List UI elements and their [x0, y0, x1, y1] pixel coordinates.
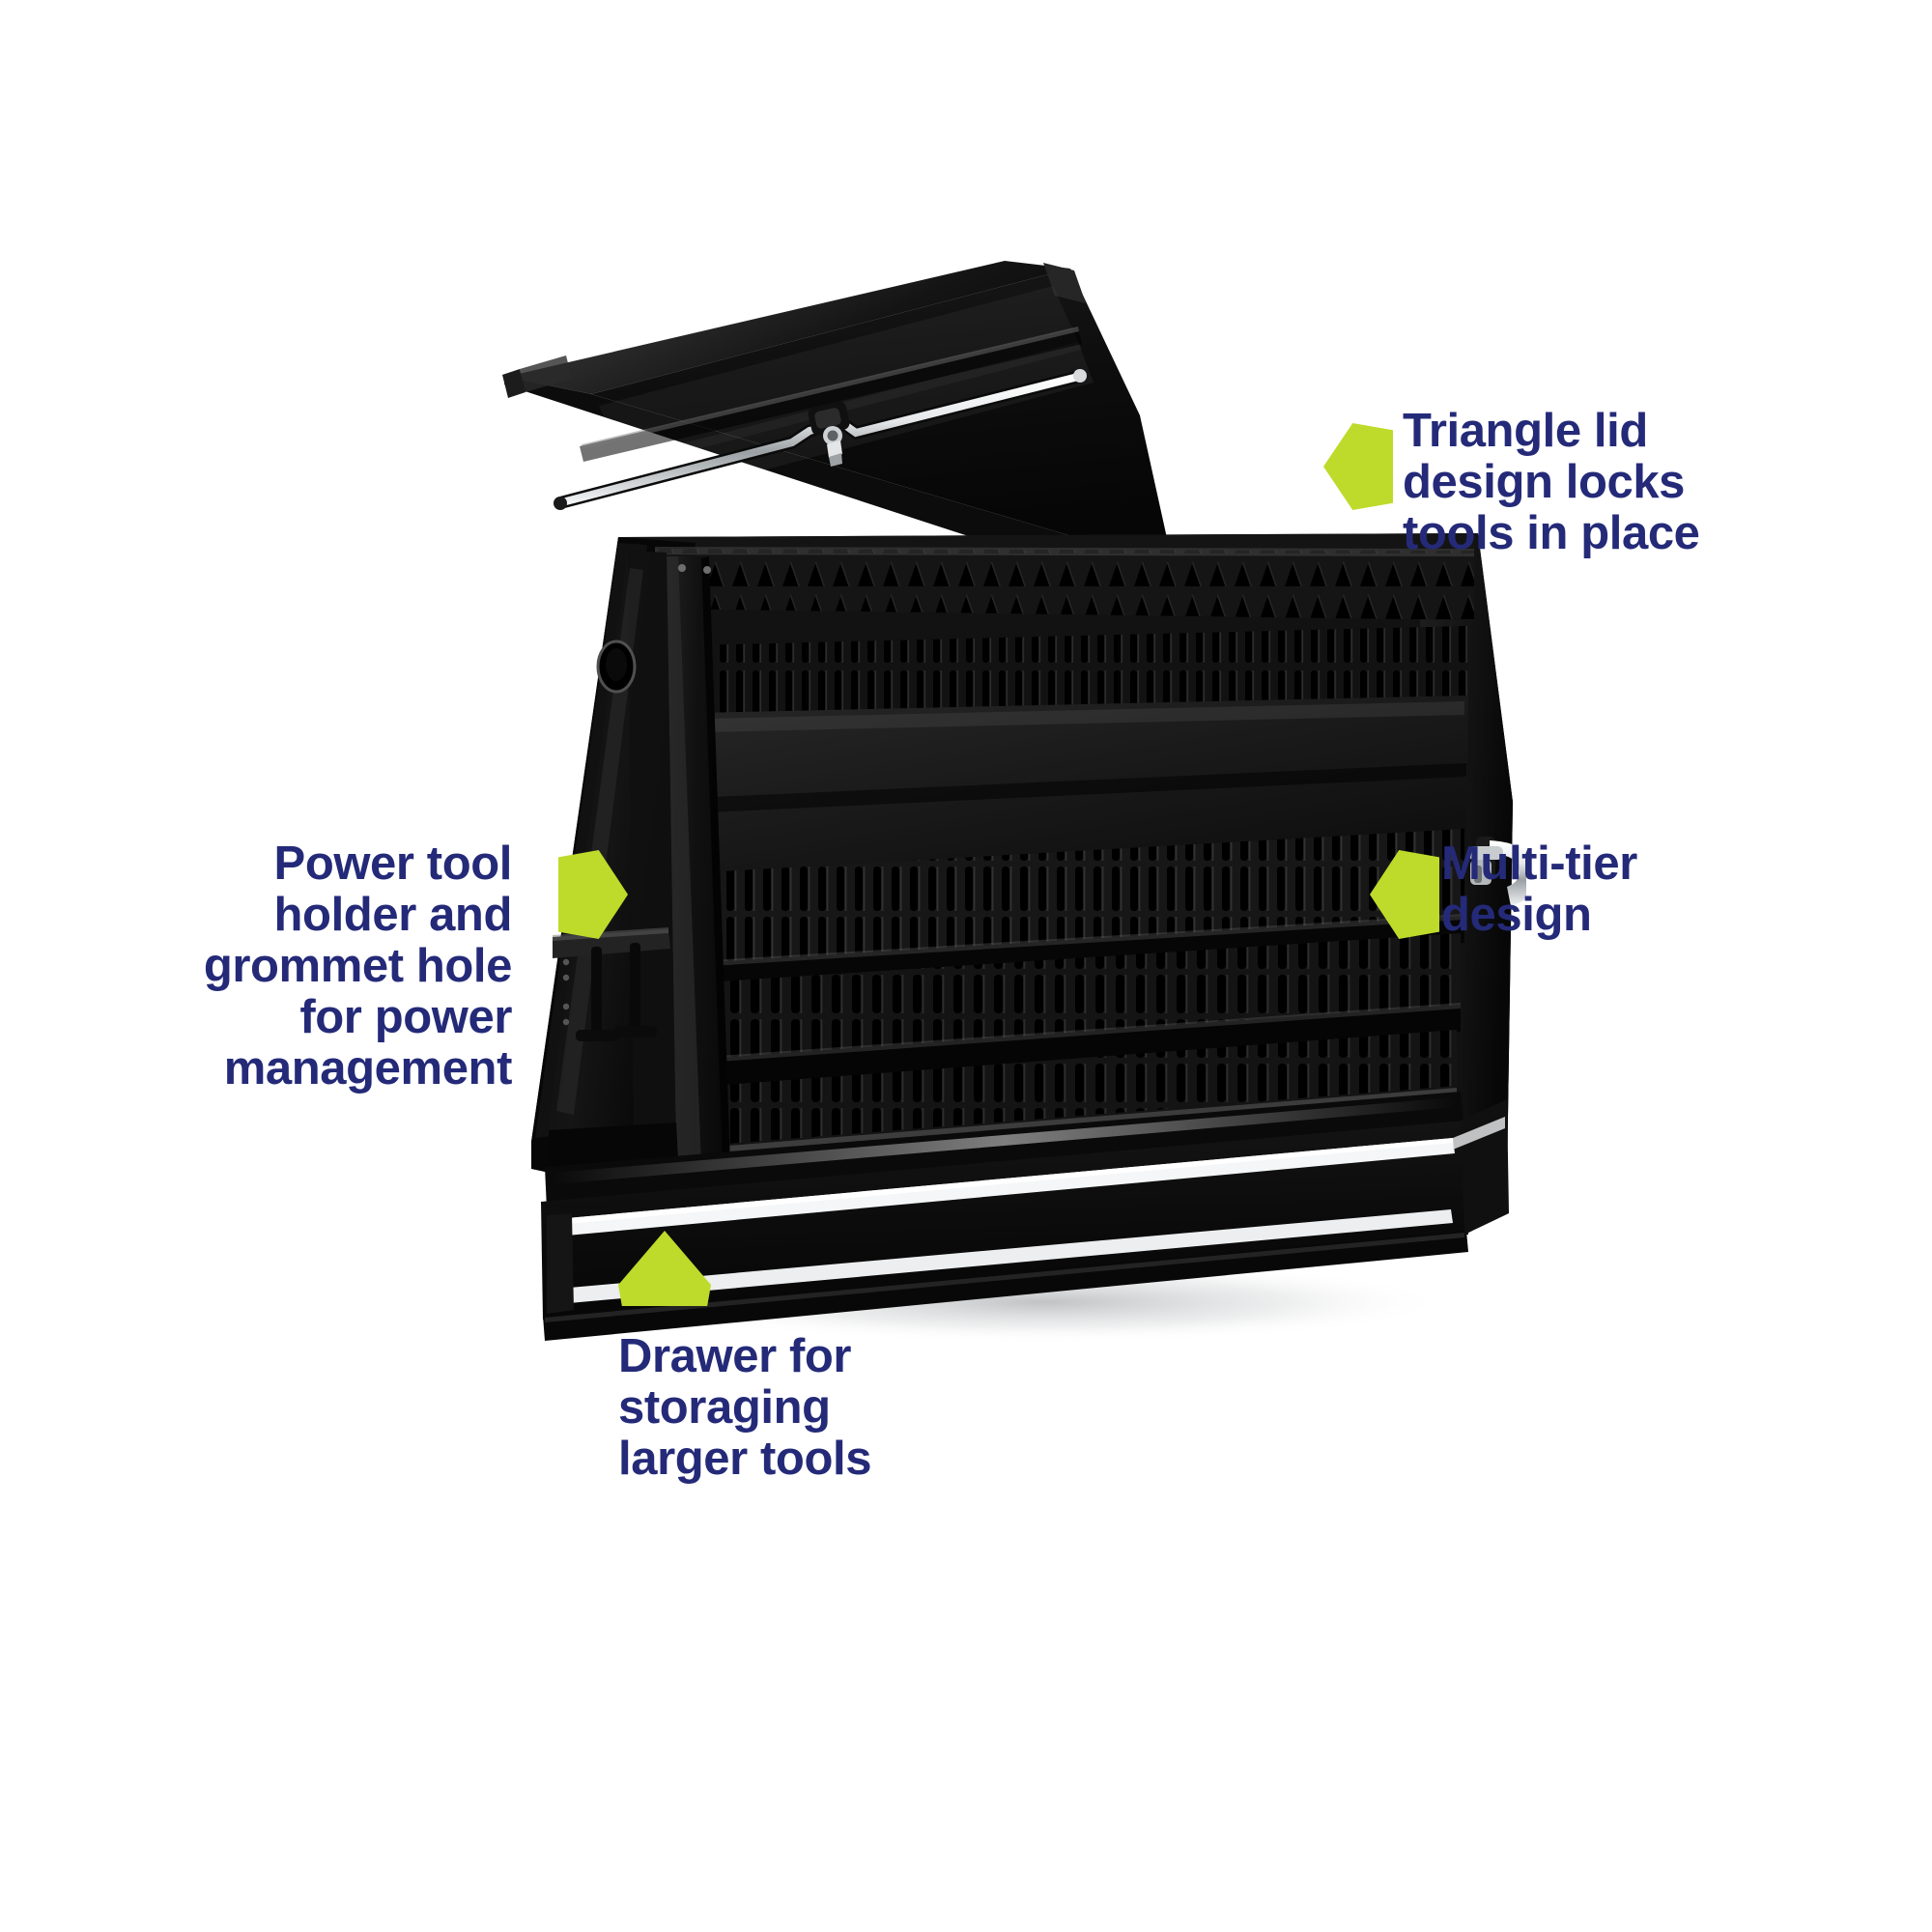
lid-lip	[504, 377, 1121, 580]
grommet-hole	[596, 639, 637, 694]
lid-right-endcap	[1043, 263, 1086, 303]
lid-back-edge	[506, 261, 1070, 394]
power-tool-holder-compartment	[547, 551, 678, 1169]
power-tool-hangers	[576, 943, 657, 1041]
power-tool-hanger-rail	[553, 929, 670, 958]
lid-outer-face	[591, 269, 1169, 551]
callout-text-multi-tier: Multi-tier design	[1441, 838, 1637, 941]
callout-text-power-tool-holder: Power tool holder and grommet hole for p…	[203, 838, 513, 1094]
callout-text-drawer: Drawer for storaging larger tools	[618, 1330, 872, 1485]
drawer-chrome-trim-bottom	[558, 1209, 1453, 1304]
bottom-drawer	[541, 1121, 1468, 1341]
lid-hinge-lock	[808, 401, 850, 467]
side-latch-handle	[1468, 837, 1526, 906]
lid-left-endcap	[502, 369, 526, 398]
product-image-tool-chest	[502, 261, 1526, 1352]
chest-lid	[502, 261, 1169, 580]
chest-body	[531, 533, 1526, 1341]
multi-tier-slot-panels	[556, 547, 1474, 1192]
callout-text-triangle-lid: Triangle lid design locks tools in place	[1403, 405, 1700, 559]
chest-base	[543, 1231, 1468, 1341]
